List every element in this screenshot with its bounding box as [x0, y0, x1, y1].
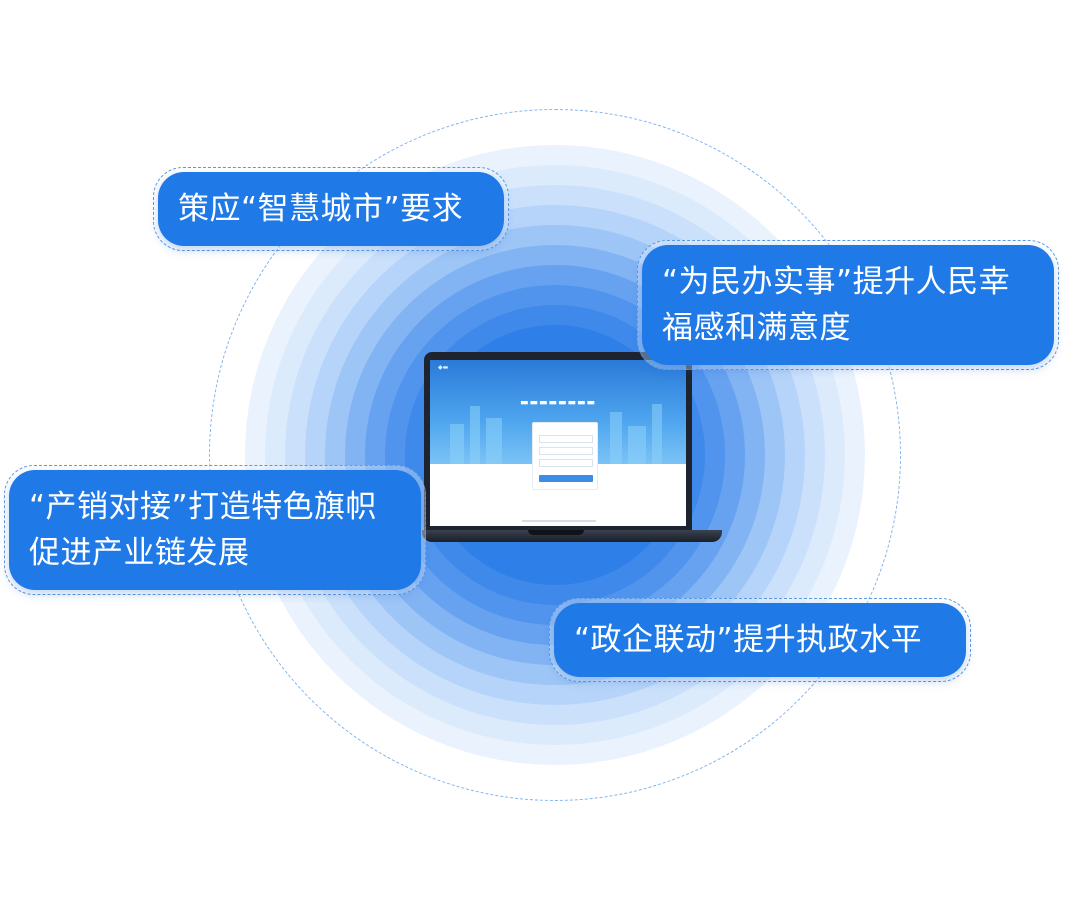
- laptop-screen: ◆▬ ▬▬▬▬▬▬▬▬: [430, 360, 686, 526]
- login-button: [539, 475, 593, 482]
- callout-industry: “产销对接”打造特色旗帜 促进产业链发展: [4, 465, 426, 595]
- laptop-lid: ◆▬ ▬▬▬▬▬▬▬▬: [424, 352, 692, 532]
- screen-logo-icon: ◆▬: [438, 364, 449, 371]
- callout-government-line-1: “政企联动”提升执政水平: [574, 622, 923, 658]
- outer-dashed-orbit: [209, 109, 901, 801]
- login-card: [532, 422, 598, 490]
- screen-title-bar: ▬▬▬▬▬▬▬▬: [519, 398, 597, 408]
- callout-government: “政企联动”提升执政水平: [549, 598, 971, 682]
- callout-people: “为民办实事”提升人民幸 福感和满意度: [637, 240, 1059, 370]
- laptop-notch: [528, 530, 584, 535]
- callout-industry-line-2: 促进产业链发展: [29, 535, 250, 571]
- callout-industry-line-1: “产销对接”打造特色旗帜: [29, 489, 378, 525]
- screen-footer: [522, 520, 596, 522]
- laptop-screen-icon: ◆▬ ▬▬▬▬▬▬▬▬: [422, 352, 724, 547]
- callout-smart-city-line-1: 策应“智慧城市”要求: [178, 191, 464, 227]
- callout-people-line-2: 福感和满意度: [662, 310, 851, 346]
- callout-smart-city: 策应“智慧城市”要求: [153, 167, 509, 251]
- callout-people-line-1: “为民办实事”提升人民幸: [662, 264, 1011, 300]
- laptop-base: [422, 530, 722, 542]
